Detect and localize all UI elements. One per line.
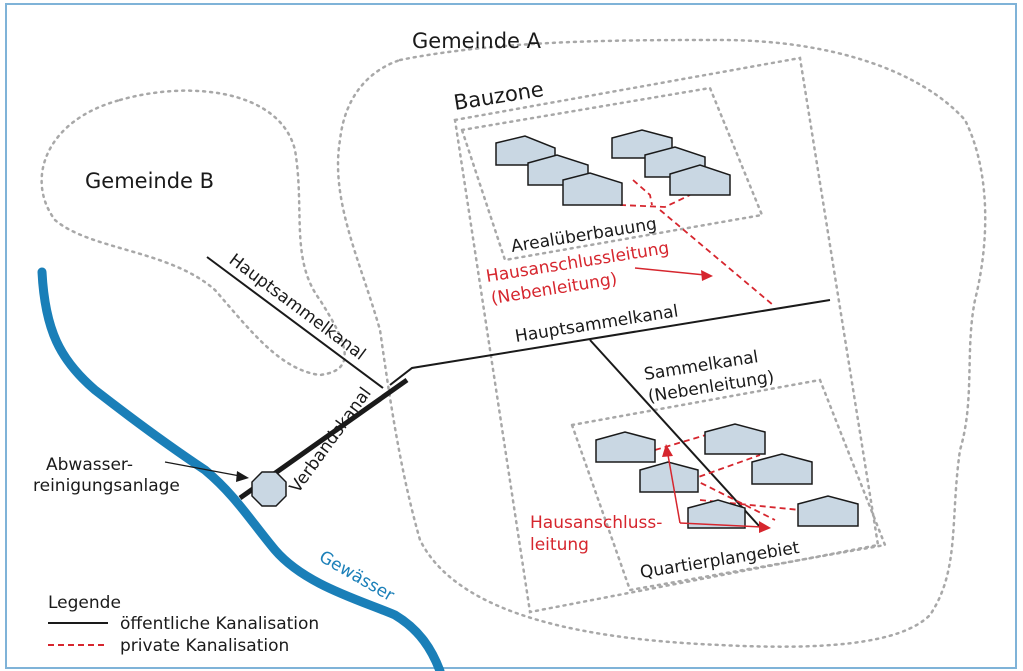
label-gemeinde-a: Gemeinde A bbox=[412, 29, 542, 53]
hauptsammelkanal-diagonal-line bbox=[206, 256, 384, 389]
house-icon bbox=[595, 431, 656, 463]
house-icon bbox=[687, 499, 746, 529]
label-bauzone: Bauzone bbox=[452, 77, 545, 115]
houses-quartierplangebiet bbox=[595, 423, 859, 529]
annotation-arrows bbox=[164, 267, 771, 533]
houses-arealueberbauung bbox=[495, 129, 731, 206]
label-hausanschluss-2-line2: leitung bbox=[530, 535, 589, 555]
gemeinde-a-boundary bbox=[336, 38, 987, 648]
label-ara-line2: reinigungsanlage bbox=[33, 476, 180, 496]
quartierplangebiet-boundary bbox=[570, 378, 887, 592]
sewage-plant-icon bbox=[251, 471, 287, 507]
legend-public-label: öffentliche Kanalisation bbox=[120, 614, 319, 634]
legend-title: Legende bbox=[48, 593, 121, 613]
label-hauptsammelkanal-horizontal: Hauptsammelkanal bbox=[514, 301, 680, 347]
label-quartierplangebiet: Quartierplangebiet bbox=[639, 538, 801, 583]
label-hauptsammelkanal-diagonal: Hauptsammelkanal bbox=[225, 250, 369, 365]
river bbox=[37, 267, 445, 671]
hauptsammelkanal-horizontal-line bbox=[389, 299, 831, 386]
private-sewer-lines bbox=[619, 179, 801, 521]
house-icon bbox=[639, 461, 699, 493]
label-ara-line1: Abwasser- bbox=[46, 455, 133, 475]
gemeinde-b-boundary bbox=[40, 89, 346, 377]
house-icon bbox=[704, 423, 766, 455]
label-gemeinde-b: Gemeinde B bbox=[85, 169, 214, 193]
house-icon bbox=[751, 453, 813, 485]
label-hausanschluss-2-line1: Hausanschluss- bbox=[530, 513, 662, 533]
house-icon bbox=[797, 495, 859, 527]
house-icon bbox=[562, 172, 623, 206]
frame-border bbox=[5, 3, 1017, 669]
label-verbandskanal: Verbandskanal bbox=[286, 384, 376, 497]
legend-private-label: private Kanalisation bbox=[120, 636, 289, 656]
legend: Legende öffentliche Kanalisation private… bbox=[48, 593, 319, 656]
bauzone-boundary bbox=[453, 56, 880, 614]
sammelkanal-line bbox=[589, 339, 761, 528]
house-icon bbox=[669, 164, 731, 196]
arealueberbauung-boundary bbox=[460, 86, 764, 262]
